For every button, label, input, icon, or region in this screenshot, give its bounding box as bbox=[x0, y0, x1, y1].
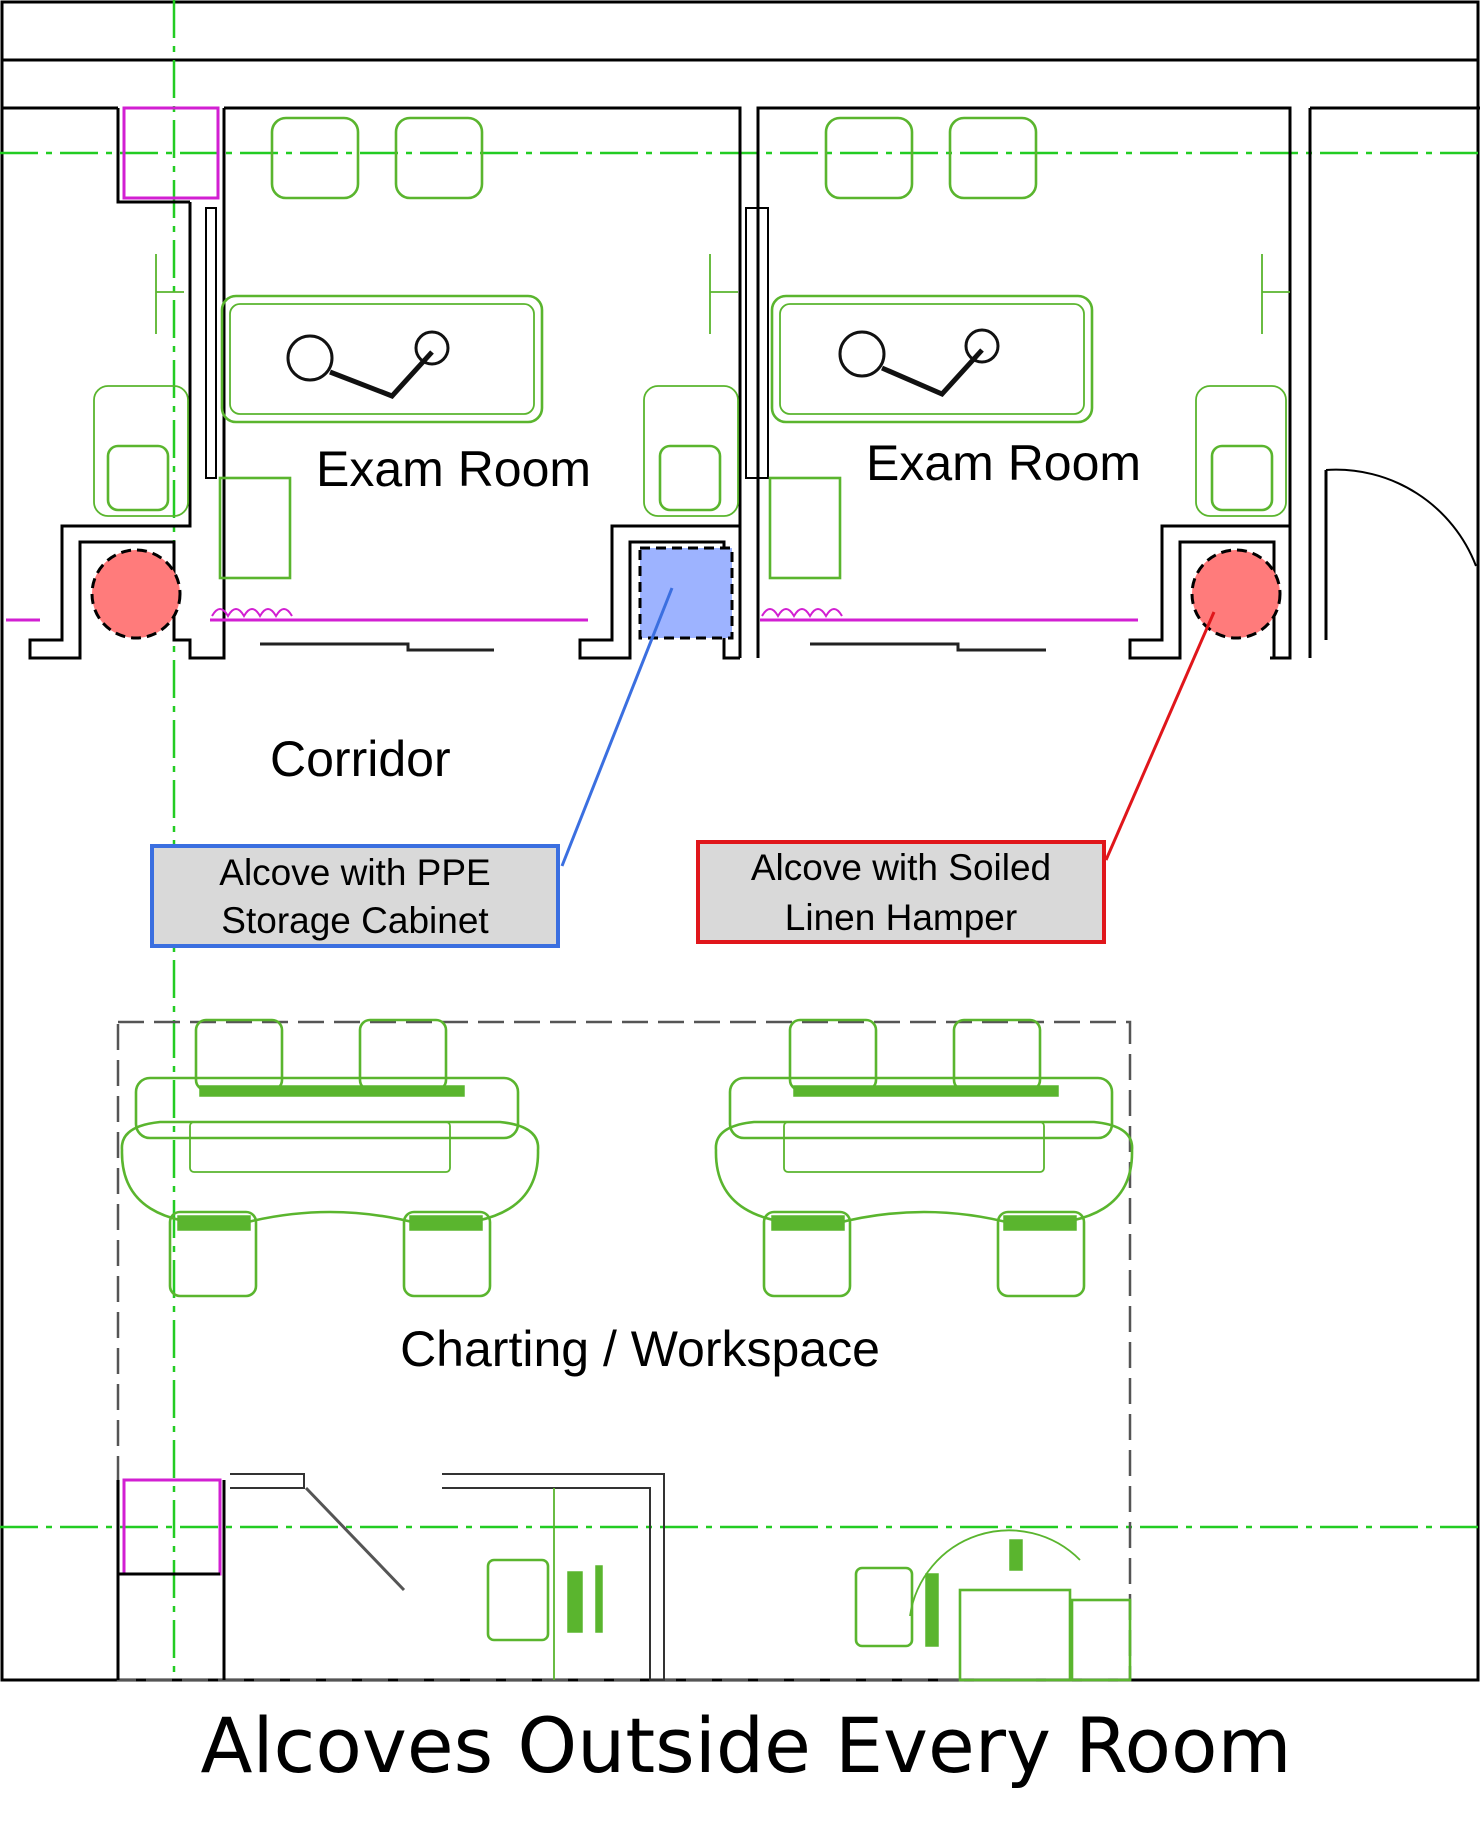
magenta-elements bbox=[6, 106, 1138, 1576]
callout-ppe-line2: Storage Cabinet bbox=[221, 900, 489, 941]
sliding-doors bbox=[260, 642, 1046, 652]
label-workspace: Charting / Workspace bbox=[400, 1321, 880, 1377]
callout-linen: Alcove with Soiled Linen Hamper bbox=[696, 840, 1106, 944]
label-exam-room-right: Exam Room bbox=[866, 435, 1141, 491]
workstation-cluster-right bbox=[714, 1018, 1134, 1298]
callout-linen-box bbox=[696, 840, 1106, 944]
radiator bbox=[211, 608, 293, 619]
callout-leaders bbox=[560, 587, 1216, 867]
lower-area bbox=[116, 1473, 1132, 1682]
callout-ppe: Alcove with PPE Storage Cabinet bbox=[150, 844, 560, 948]
label-exam-room-left: Exam Room bbox=[316, 441, 591, 497]
label-corridor: Corridor bbox=[270, 731, 451, 787]
alcove-markers bbox=[90, 546, 1282, 640]
workstation-cluster-left bbox=[120, 1018, 540, 1298]
ppe-storage-cabinet bbox=[638, 546, 734, 640]
soiled-linen-hamper-left bbox=[90, 548, 182, 640]
callout-ppe-line1: Alcove with PPE bbox=[219, 852, 490, 893]
callout-linen-line2: Linen Hamper bbox=[785, 897, 1017, 938]
caption: Alcoves Outside Every Room bbox=[200, 1701, 1291, 1790]
workspace-boundary bbox=[116, 1020, 1132, 1682]
callout-ppe-box bbox=[150, 844, 560, 948]
exam-room-right-furniture bbox=[643, 116, 1290, 619]
exam-room-walls bbox=[2, 106, 1480, 660]
soiled-linen-hamper-right bbox=[1190, 548, 1282, 640]
exam-room-left-furniture bbox=[93, 116, 544, 619]
callout-linen-line1: Alcove with Soiled bbox=[751, 847, 1051, 888]
